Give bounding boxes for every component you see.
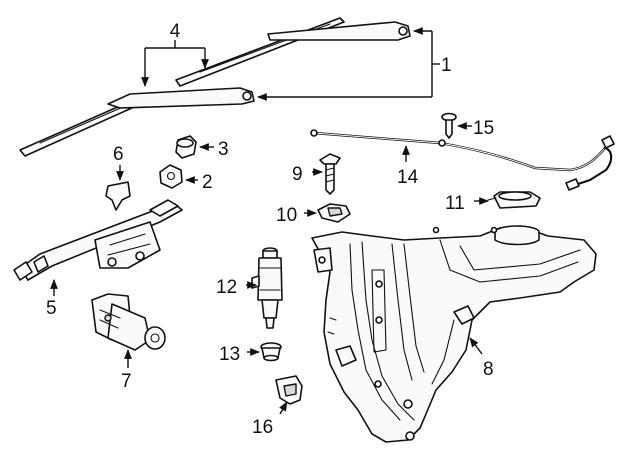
callout-7: 7	[121, 371, 132, 392]
washer-pump	[251, 247, 283, 329]
cap-nut	[175, 135, 197, 159]
callout-14: 14	[397, 167, 419, 188]
callout-4: 4	[170, 21, 181, 42]
washer-hose	[310, 129, 615, 191]
retainer-clip	[317, 203, 351, 223]
push-pin	[441, 112, 457, 139]
callout-16: 16	[252, 417, 273, 438]
wiper-motor	[91, 293, 166, 351]
pivot-cap	[105, 181, 131, 211]
wiper-arm-lower	[107, 87, 255, 109]
wiper-blade-upper	[175, 17, 345, 87]
wiper-arm-upper	[267, 21, 411, 41]
reservoir-cap	[487, 191, 541, 209]
callout-1: 1	[441, 55, 452, 76]
wiper-linkage	[13, 199, 183, 281]
bolt	[319, 153, 341, 195]
washer-reservoir	[311, 225, 597, 443]
callout-11: 11	[445, 193, 465, 214]
level-sensor	[275, 375, 303, 405]
callout-12: 12	[216, 277, 237, 298]
callout-2: 2	[202, 172, 213, 193]
callout-6: 6	[113, 144, 124, 165]
callout-4-leader	[141, 40, 209, 87]
callout-5: 5	[46, 298, 57, 319]
callout-3: 3	[218, 139, 229, 160]
callout-1-leader	[257, 27, 440, 101]
callout-13: 13	[219, 344, 240, 365]
callout-15: 15	[473, 118, 494, 139]
callout-10: 10	[276, 205, 297, 226]
callout-9: 9	[292, 164, 303, 185]
hex-nut	[159, 164, 183, 189]
pump-grommet	[260, 342, 282, 362]
callout-8: 8	[483, 359, 494, 380]
